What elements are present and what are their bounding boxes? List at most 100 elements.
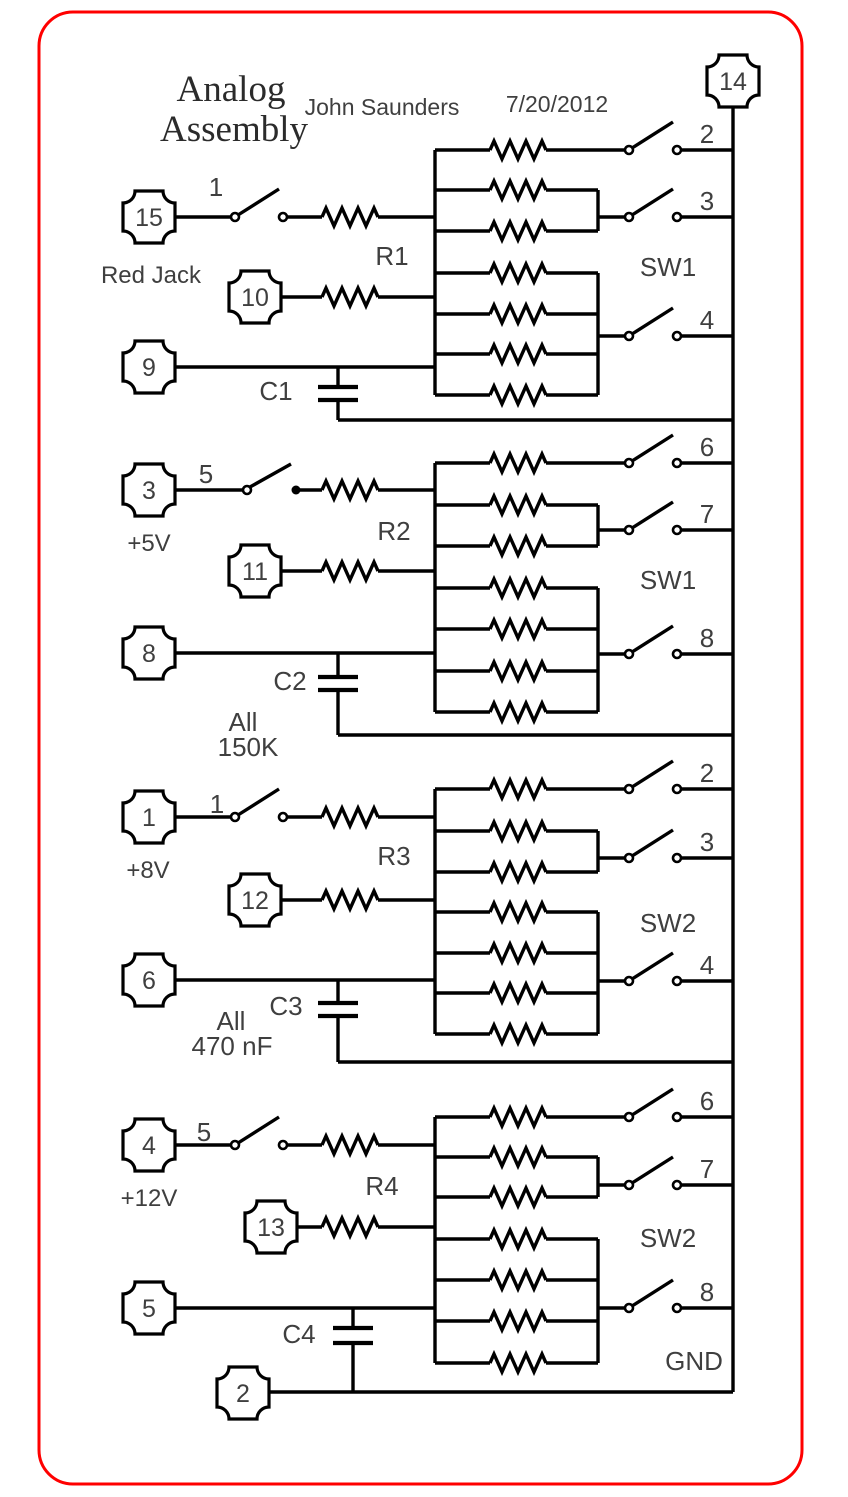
terminal-function-label: +12V	[121, 1185, 178, 1212]
switch-position-number: 4	[700, 305, 714, 335]
resistor-symbol	[488, 778, 548, 800]
input-switch-number: 1	[210, 789, 224, 819]
capacitor-label: C2	[273, 666, 306, 696]
resistor-symbol	[320, 479, 380, 501]
resistor-symbol	[488, 901, 548, 923]
resistor-symbol	[488, 343, 548, 365]
terminal-function-label: +8V	[126, 857, 169, 884]
resistor-symbol	[488, 262, 548, 284]
bank-switch-symbol	[623, 433, 683, 469]
switch-position-number: 2	[700, 119, 714, 149]
terminal-function-label: +5V	[127, 530, 170, 557]
resistor-symbol	[488, 1352, 548, 1374]
resistor-symbol	[488, 618, 548, 640]
resistor-symbol	[488, 1228, 548, 1250]
switch-bank-label: SW1	[640, 565, 696, 595]
resistor-symbol	[488, 452, 548, 474]
resistor-symbol	[488, 535, 548, 557]
resistor-symbol	[488, 384, 548, 406]
resistor-symbol	[488, 1146, 548, 1168]
bank-switch-symbol	[623, 828, 683, 864]
resistor-symbol	[488, 1106, 548, 1128]
resistor-symbol	[488, 982, 548, 1004]
switch-bank-label: SW2	[640, 1223, 696, 1253]
resistor-group-label: R2	[377, 516, 410, 546]
bank-switch-symbol	[623, 187, 683, 223]
capacitor-symbol	[318, 384, 358, 403]
switch-position-number: 7	[700, 1154, 714, 1184]
bank-switch-symbol	[623, 624, 683, 660]
jack-terminal-number: 8	[142, 640, 156, 668]
switch-position-number: 6	[700, 1086, 714, 1116]
resistor-symbol	[320, 889, 380, 911]
jack-terminal-number: 1	[142, 804, 156, 832]
jack-terminal-number: 10	[241, 284, 269, 312]
jack-terminal-number: 6	[142, 967, 156, 995]
jack-terminal-number: 11	[242, 558, 268, 586]
resistor-group-label: R3	[377, 841, 410, 871]
bank-switch-symbol	[623, 951, 683, 987]
jack-terminal-number: 5	[142, 1295, 156, 1323]
resistor-symbol	[488, 577, 548, 599]
resistor-symbol	[488, 660, 548, 682]
resistor-group-label: R1	[375, 241, 408, 271]
jack-terminal-number: 2	[236, 1380, 250, 1408]
resistor-block-1: 15 10 9 Red Jack 1 R1 C1 SW1 2 3 4	[101, 119, 733, 422]
resistor-symbol	[488, 1269, 548, 1291]
jack-terminal-number: 15	[135, 204, 163, 232]
switch-position-number: 2	[700, 758, 714, 788]
resistor-group-label: R4	[365, 1171, 398, 1201]
resistor-block-2: 3 11 8 +5V 5 R2 C2 SW1 6 7 8 All 150K	[121, 432, 733, 762]
resistor-symbol	[488, 701, 548, 723]
wire-segments	[176, 461, 733, 737]
resistor-symbol	[488, 820, 548, 842]
jack-terminal-number: 12	[241, 887, 269, 915]
switch-position-number: 6	[700, 432, 714, 462]
bank-switch-symbol	[623, 1278, 683, 1314]
capacitor-symbol	[333, 1325, 373, 1346]
resistor-symbol	[488, 861, 548, 883]
input-switch-symbol	[229, 187, 289, 223]
resistor-symbol	[488, 139, 548, 161]
resistor-symbol	[488, 494, 548, 516]
input-switch-number: 1	[209, 172, 223, 202]
note-label: All	[229, 707, 258, 737]
resistor-symbol	[488, 1310, 548, 1332]
resistor-symbol	[320, 1216, 380, 1238]
date-label: 7/20/2012	[506, 91, 608, 117]
capacitor-symbol	[318, 674, 358, 693]
switch-position-number: 8	[700, 1277, 714, 1307]
bank-switch-symbol	[623, 1155, 683, 1191]
capacitor-label: C3	[269, 991, 302, 1021]
switch-position-number: 3	[700, 827, 714, 857]
wire-segments	[176, 148, 733, 422]
switch-position-number: 4	[700, 950, 714, 980]
switch-bank-label: SW2	[640, 908, 696, 938]
resistor-symbol	[488, 220, 548, 242]
terminal-function-label: Red Jack	[101, 262, 202, 289]
resistor-symbol	[320, 806, 380, 828]
jack-terminal-number: 14	[719, 68, 747, 96]
resistor-symbol	[320, 560, 380, 582]
resistor-symbol	[320, 286, 380, 308]
resistor-symbol	[488, 303, 548, 325]
bank-switch-symbol	[623, 759, 683, 795]
capacitor-label: C1	[259, 376, 292, 406]
input-switch-number: 5	[199, 459, 213, 489]
capacitor-label: C4	[282, 1319, 315, 1349]
switch-position-number: 8	[700, 623, 714, 653]
resistor-symbol	[488, 1023, 548, 1045]
resistor-symbol	[488, 179, 548, 201]
resistor-symbol	[320, 206, 380, 228]
input-switch-contact	[241, 484, 253, 496]
input-switch-contact-dot	[291, 485, 301, 495]
wire-segments	[176, 787, 733, 1064]
capacitor-symbol	[318, 1000, 358, 1019]
author-label: John Saunders	[305, 94, 460, 120]
resistor-symbol	[320, 1134, 380, 1156]
jack-terminal-number: 13	[257, 1214, 285, 1242]
resistor-block-4: 4 13 5 2 +12V 5 R4 C4 SW2 6 7 8 GND	[121, 1086, 733, 1421]
red-border	[37, 10, 804, 1486]
